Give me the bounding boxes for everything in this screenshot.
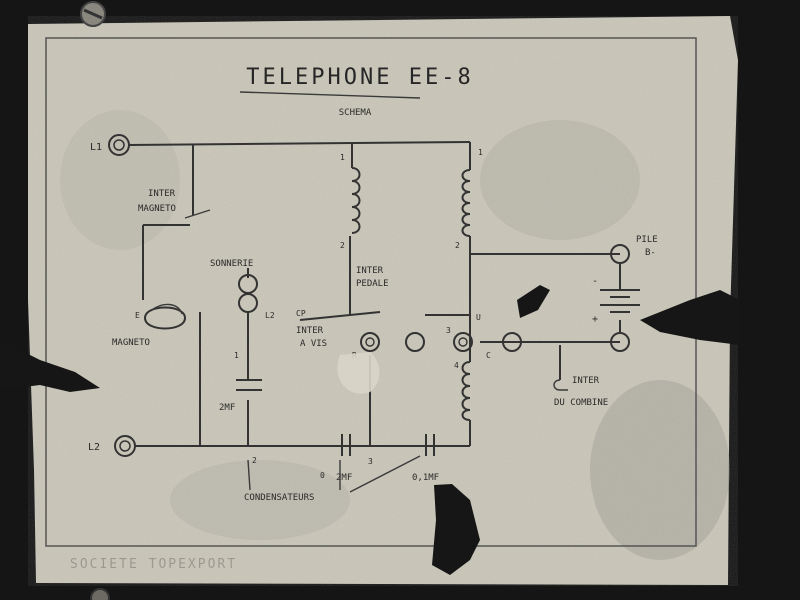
label-term-cp: CP bbox=[296, 309, 306, 318]
label-inter-magneto-line2: MAGNETO bbox=[138, 204, 176, 214]
label-term-e: E bbox=[135, 311, 140, 320]
label-term-1c: 1 bbox=[234, 351, 239, 360]
wiring bbox=[128, 141, 621, 447]
label-l1: L1 bbox=[90, 142, 102, 153]
label-term-plus: + bbox=[592, 314, 598, 325]
label-inter-pedale-line1: INTER bbox=[356, 266, 384, 276]
label-term-u: U bbox=[476, 313, 481, 322]
label-condensateurs: CONDENSATEURS bbox=[244, 493, 314, 503]
sonnerie-ringer-icon bbox=[238, 268, 258, 318]
magneto-icon bbox=[144, 303, 187, 330]
terminal-center bbox=[453, 332, 473, 352]
label-pile-line1: PILE bbox=[636, 235, 658, 245]
coil-inter-pedale-icon bbox=[351, 167, 361, 234]
label-l2: L2 bbox=[88, 442, 100, 453]
paper-damage bbox=[0, 285, 740, 575]
label-cap-2mf: 2MF bbox=[219, 403, 235, 413]
terminal-pile-b bbox=[610, 244, 630, 264]
label-cap-2mf-b: 2MF bbox=[336, 473, 352, 483]
label-term-0: 0 bbox=[320, 471, 325, 480]
label-term-1a: 1 bbox=[340, 153, 345, 162]
label-inter-combine-line1: INTER bbox=[572, 376, 600, 386]
label-term-2c: 2 bbox=[252, 456, 257, 465]
switch-inter-combine-icon bbox=[553, 379, 568, 391]
label-inter-vis-line2: A VIS bbox=[300, 339, 327, 349]
terminal-mid bbox=[405, 332, 425, 352]
terminal-pile-plus bbox=[610, 332, 630, 352]
label-term-3b: 3 bbox=[368, 457, 373, 466]
screw-top-icon bbox=[80, 1, 106, 27]
label-inter-vis-line1: INTER bbox=[296, 326, 324, 336]
diagram-subtitle: SCHEMA bbox=[339, 108, 372, 118]
diagram-title: TELEPHONE EE-8 bbox=[246, 65, 473, 90]
label-term-minus: - bbox=[592, 276, 598, 287]
label-magneto: MAGNETO bbox=[112, 338, 150, 348]
label-cap-0-1mf: 0,1MF bbox=[412, 473, 439, 483]
screw-bottom-icon bbox=[90, 588, 110, 600]
label-inter-combine-line2: DU COMBINE bbox=[554, 398, 608, 408]
battery-icon bbox=[600, 289, 640, 313]
label-term-l2: L2 bbox=[265, 311, 275, 320]
label-term-2a: 2 bbox=[340, 241, 345, 250]
terminal-c bbox=[502, 332, 522, 352]
capacitor-2mf-b-icon bbox=[341, 434, 351, 456]
label-term-1b: 1 bbox=[478, 148, 483, 157]
label-sonnerie: SONNERIE bbox=[210, 259, 253, 269]
label-term-2b: 2 bbox=[455, 241, 460, 250]
label-term-c: C bbox=[486, 351, 491, 360]
label-inter-magneto-line1: INTER bbox=[148, 189, 176, 199]
footer-stamp: SOCIETE TOPEXPORT bbox=[70, 557, 237, 572]
label-inter-pedale-line2: PEDALE bbox=[356, 279, 389, 289]
capacitor-0-1mf-icon bbox=[425, 434, 435, 456]
label-term-3: 3 bbox=[446, 326, 451, 335]
capacitor-2mf-icon bbox=[236, 379, 262, 391]
terminal-r bbox=[360, 332, 380, 352]
coil-transformer-primary-icon bbox=[461, 169, 471, 237]
label-term-4: 4 bbox=[454, 361, 459, 370]
coil-transformer-secondary-icon bbox=[461, 361, 471, 421]
label-pile-line2: B- bbox=[645, 248, 656, 258]
inner-border bbox=[45, 37, 697, 547]
